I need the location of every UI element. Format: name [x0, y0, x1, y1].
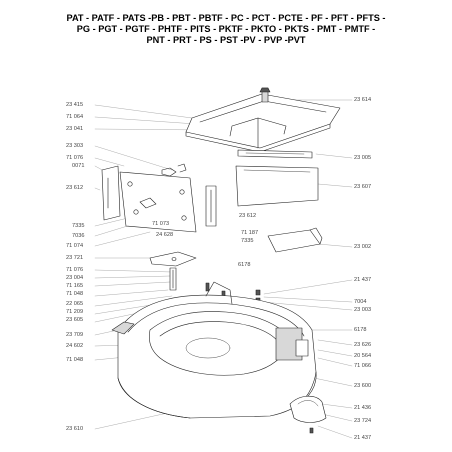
catch-bracket	[267, 227, 323, 253]
front-wheel-bracket	[111, 321, 135, 335]
part-label: 23 005	[354, 155, 372, 161]
top-cover-plate	[185, 87, 341, 153]
leader-lines-right	[261, 99, 353, 439]
part-label: 7335	[241, 238, 254, 244]
height-adjust-bracket	[101, 165, 217, 233]
part-label: 6178	[238, 262, 251, 268]
part-label: 23 721	[66, 255, 84, 261]
pivot-bracket	[149, 251, 197, 291]
part-label: 20 564	[354, 353, 372, 359]
part-label: 71 064	[66, 114, 84, 120]
part-label: 23 612	[239, 213, 257, 219]
part-label: 23 626	[354, 342, 372, 348]
part-label: 23 004	[66, 275, 84, 281]
part-label: 23 041	[66, 126, 84, 132]
part-label: 24 602	[66, 343, 84, 349]
part-label: 7004	[354, 299, 367, 305]
part-label: 21 437	[354, 435, 372, 441]
part-label: 71 209	[66, 309, 84, 315]
part-label: 71 074	[66, 243, 84, 249]
part-label: 23 002	[354, 244, 372, 250]
part-label: 23 415	[66, 102, 84, 108]
part-label: 23 709	[66, 332, 84, 338]
part-label: 71 076	[66, 267, 84, 273]
part-label: 21 437	[354, 277, 372, 283]
model-list-line-2: PG - PGT - PGTF - PHTF - PITS - PKTF - P…	[76, 24, 376, 34]
part-label: 23 607	[354, 184, 372, 190]
model-list-line-3: PNT - PRT - PS - PST -PV - PVP -PVT	[146, 35, 306, 45]
part-label: 23 303	[66, 143, 84, 149]
part-label: 22 065	[66, 301, 84, 307]
rear-flap	[235, 165, 319, 207]
link-parts	[139, 163, 187, 209]
part-label: 23 605	[66, 317, 84, 323]
part-label: 21 436	[354, 405, 372, 411]
part-label: 24 628	[156, 232, 174, 238]
part-label: 71 066	[354, 363, 372, 369]
part-label: 6178	[354, 327, 367, 333]
part-label: 23 610	[66, 426, 84, 432]
part-label: 7335	[72, 223, 85, 229]
part-label: 0071	[72, 163, 85, 169]
front-flap	[289, 395, 327, 434]
part-label: 7036	[72, 233, 85, 239]
part-label: 71 076	[66, 155, 84, 161]
part-label: 23 003	[354, 307, 372, 313]
part-label: 23 724	[354, 418, 372, 424]
mower-deck	[117, 281, 317, 419]
deflector-plate	[237, 149, 313, 159]
part-label: 71 048	[66, 291, 84, 297]
part-label: 23 612	[66, 185, 84, 191]
part-label: 23 614	[354, 97, 372, 103]
part-label: 71 165	[66, 283, 84, 289]
part-label: 23 600	[354, 383, 372, 389]
part-label: 71 187	[241, 230, 259, 236]
part-label: 71 048	[66, 357, 84, 363]
part-label: 71 073	[152, 221, 170, 227]
model-list-line-1: PAT - PATF - PATS -PB - PBT - PBTF - PC …	[66, 13, 386, 23]
